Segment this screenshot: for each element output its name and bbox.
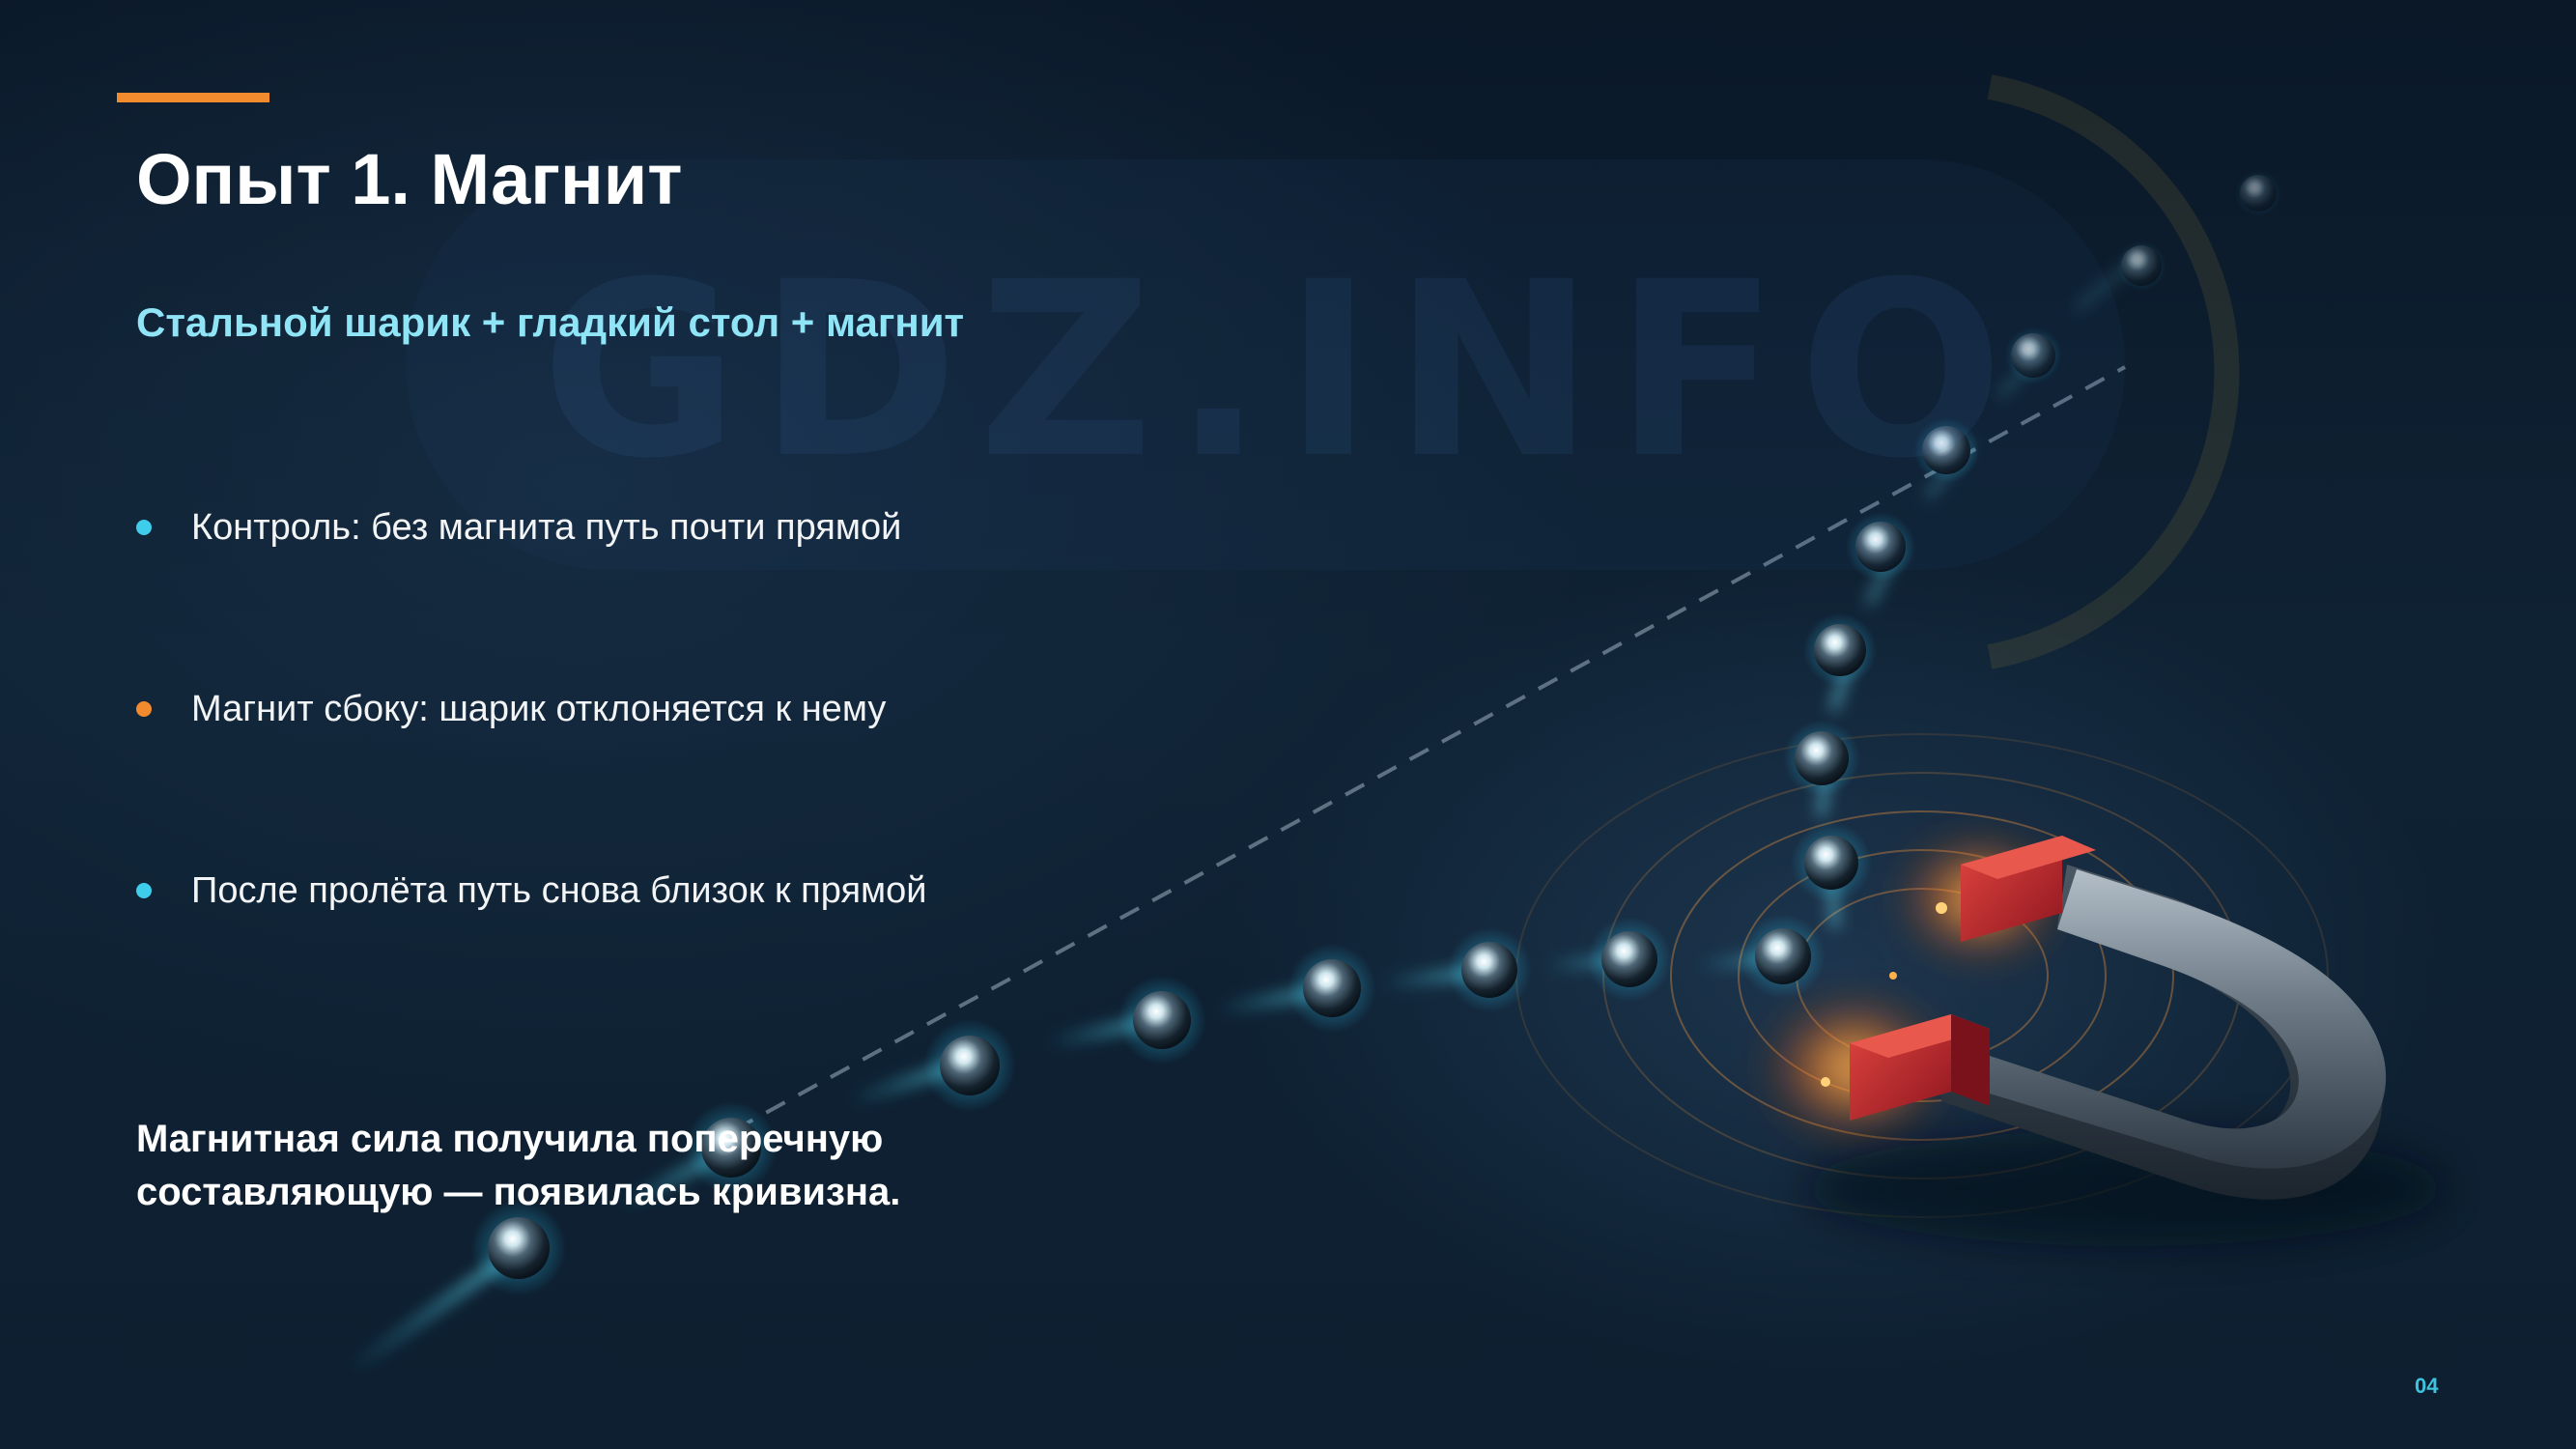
conclusion-line-1: Магнитная сила получила поперечную <box>136 1118 884 1160</box>
steel-ball <box>2235 170 2281 216</box>
horseshoe-magnet-icon <box>1806 836 2444 1246</box>
steel-ball <box>1791 822 1872 903</box>
steel-ball <box>1846 512 1915 582</box>
conclusion-line-2: составляющую — появилась кривизна. <box>136 1171 901 1213</box>
bullet-dot-icon <box>136 701 152 717</box>
control-path-dashed-line <box>733 365 2126 1132</box>
bullet-item-after-pass: После пролёта путь снова близок к прямой <box>136 872 927 909</box>
steel-ball <box>1118 976 1206 1065</box>
steel-ball <box>923 1019 1016 1112</box>
steel-ball <box>1783 720 1860 797</box>
page-number: 04 <box>2415 1374 2439 1398</box>
steel-ball <box>1447 927 1532 1012</box>
steel-ball <box>1587 917 1672 1002</box>
bullet-text: Контроль: без магнита путь почти прямой <box>191 507 902 548</box>
subtitle: Стальной шарик + гладкий стол + магнит <box>136 299 965 345</box>
steel-ball <box>1288 944 1376 1033</box>
steel-ball <box>1913 417 1979 483</box>
steel-ball <box>1741 914 1826 999</box>
bullet-text: Магнит сбоку: шарик отклоняется к нему <box>191 689 887 729</box>
conclusion-text: Магнитная сила получила поперечную соста… <box>136 1113 900 1219</box>
bullet-dot-icon <box>136 883 152 898</box>
accent-bar <box>117 93 269 102</box>
bullet-dot-icon <box>136 520 152 535</box>
bullet-item-magnet-side: Магнит сбоку: шарик отклоняется к нему <box>136 691 886 727</box>
steel-ball <box>470 1200 567 1296</box>
bullet-item-control: Контроль: без магнита путь почти прямой <box>136 509 901 546</box>
steel-ball <box>2004 327 2062 384</box>
steel-ball <box>1803 613 1877 687</box>
steel-ball <box>2116 241 2166 291</box>
bullet-text: После пролёта путь снова близок к прямой <box>191 870 927 911</box>
steel-balls <box>470 170 2281 1296</box>
page-title: Опыт 1. Магнит <box>136 139 683 219</box>
steel-ball <box>685 1101 778 1194</box>
